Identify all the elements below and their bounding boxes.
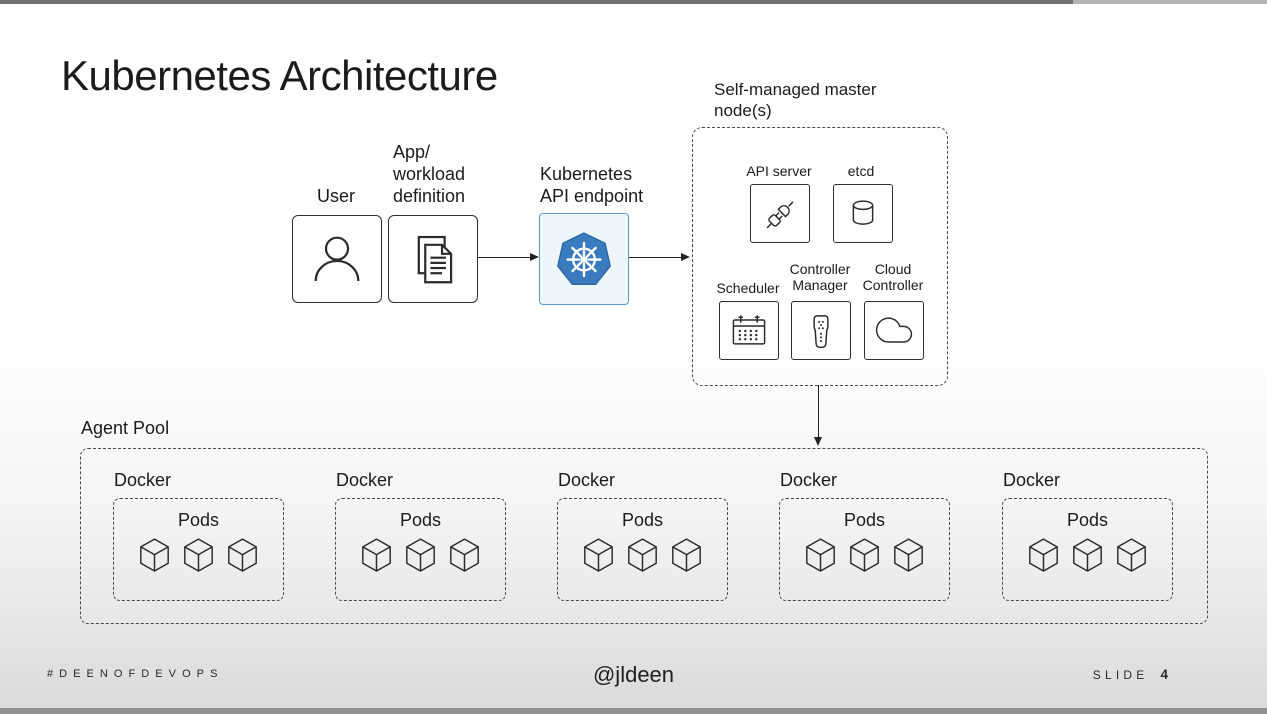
api-server-box — [750, 184, 810, 243]
pods-label: Pods — [843, 510, 886, 530]
cube-icon — [893, 537, 924, 574]
pod-cubes — [1003, 537, 1172, 574]
cube-icon — [1116, 537, 1147, 574]
video-progress-bar[interactable] — [0, 0, 1267, 4]
docker-node: Docker Pods — [1002, 470, 1173, 601]
master-node-label: Self-managed master node(s) — [714, 80, 877, 120]
controller-manager-box — [791, 301, 851, 360]
cloud-controller-label: Cloud Controller — [862, 261, 924, 294]
docker-node: Docker Pods — [779, 470, 950, 601]
kubernetes-api-box — [539, 213, 629, 305]
footer-slide-number: 4 — [1160, 667, 1168, 682]
pod-cubes — [336, 537, 505, 574]
user-label: User — [316, 186, 355, 206]
user-box — [292, 215, 382, 303]
slide-title: Kubernetes Architecture — [61, 52, 498, 99]
cube-icon — [583, 537, 614, 574]
pod-cubes — [558, 537, 727, 574]
cube-icon — [805, 537, 836, 574]
app-workload-box — [388, 215, 478, 303]
calendar-icon — [727, 309, 771, 353]
pods-box: Pods — [557, 498, 728, 601]
pod-cubes — [780, 537, 949, 574]
pods-label: Pods — [621, 510, 664, 530]
cloud-icon — [872, 309, 916, 353]
scheduler-box — [719, 301, 779, 360]
document-icon — [402, 228, 464, 290]
docker-node: Docker Pods — [113, 470, 284, 601]
footer-handle: @jldeen — [592, 662, 675, 687]
pods-box: Pods — [113, 498, 284, 601]
k8s-api-endpoint-label: Kubernetes API endpoint — [540, 164, 644, 206]
pods-label: Pods — [1066, 510, 1109, 530]
cloud-controller-box — [864, 301, 924, 360]
cube-icon — [405, 537, 436, 574]
cube-icon — [671, 537, 702, 574]
footer-slide-indicator: SLIDE 4 — [1093, 667, 1168, 682]
app-workload-label: App/ workload definition — [393, 142, 466, 206]
api-server-label: API server — [746, 163, 812, 179]
footer-slide-label: SLIDE — [1092, 668, 1149, 682]
scheduler-label: Scheduler — [716, 280, 780, 296]
docker-label: Docker — [114, 470, 172, 490]
pod-cubes — [114, 537, 283, 574]
master-node-box — [692, 127, 948, 386]
cube-icon — [1072, 537, 1103, 574]
docker-label: Docker — [336, 470, 394, 490]
docker-node: Docker Pods — [335, 470, 506, 601]
remote-controller-icon — [799, 309, 843, 353]
cube-icon — [627, 537, 658, 574]
video-progress-played — [0, 0, 1073, 4]
arrow-master-to-agentpool — [813, 385, 822, 446]
etcd-box — [833, 184, 893, 243]
docker-label: Docker — [780, 470, 838, 490]
cube-icon — [227, 537, 258, 574]
pods-label: Pods — [399, 510, 442, 530]
pods-label: Pods — [177, 510, 220, 530]
controller-manager-label: Controller Manager — [789, 261, 851, 294]
etcd-label: etcd — [847, 163, 875, 179]
bottom-bar — [0, 708, 1267, 714]
agent-pool-box — [80, 448, 1208, 624]
agent-pool-label: Agent Pool — [81, 418, 170, 438]
cube-icon — [1028, 537, 1059, 574]
cube-icon — [183, 537, 214, 574]
cube-icon — [849, 537, 880, 574]
docker-label: Docker — [558, 470, 616, 490]
cube-icon — [361, 537, 392, 574]
user-icon — [306, 228, 368, 290]
plug-connector-icon — [758, 192, 802, 236]
footer-hashtag: #DEENOFDEVOPS — [47, 668, 224, 680]
cube-icon — [139, 537, 170, 574]
kubernetes-icon — [553, 228, 615, 290]
arrow-app-to-k8s — [478, 253, 539, 261]
docker-label: Docker — [1003, 470, 1061, 490]
pods-box: Pods — [1002, 498, 1173, 601]
docker-node: Docker Pods — [557, 470, 728, 601]
pods-box: Pods — [335, 498, 506, 601]
pods-box: Pods — [779, 498, 950, 601]
database-icon — [841, 192, 885, 236]
arrow-k8s-to-master — [629, 253, 690, 261]
cube-icon — [449, 537, 480, 574]
